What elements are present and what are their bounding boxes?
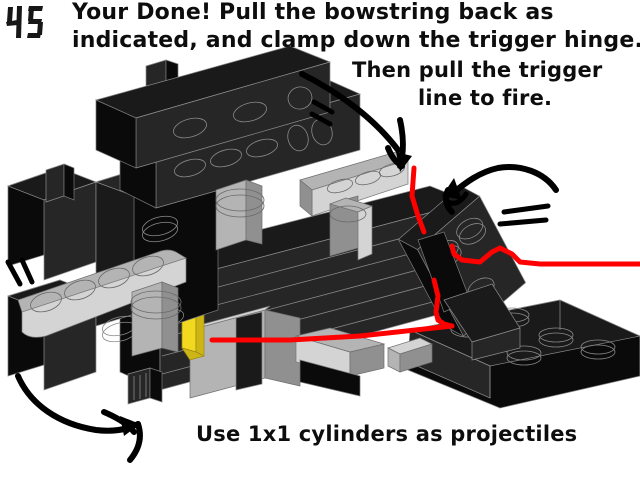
caption-line-1: Your Done! Pull the bowstring back as <box>72 0 554 25</box>
caption-line-4: line to fire. <box>418 86 553 110</box>
caption-line-3: Then pull the trigger <box>352 58 603 82</box>
part-bow-arm-lower <box>299 151 409 261</box>
caption-line-2: indicated, and clamp down the trigger hi… <box>72 28 640 53</box>
part-axle-pin-gray <box>130 281 182 357</box>
part-stud-column-bottom <box>127 367 163 405</box>
step-number <box>4 4 56 44</box>
caption-bottom: Use 1x1 cylinders as projectiles <box>196 422 578 446</box>
part-gray-liftarm-front <box>17 179 265 357</box>
